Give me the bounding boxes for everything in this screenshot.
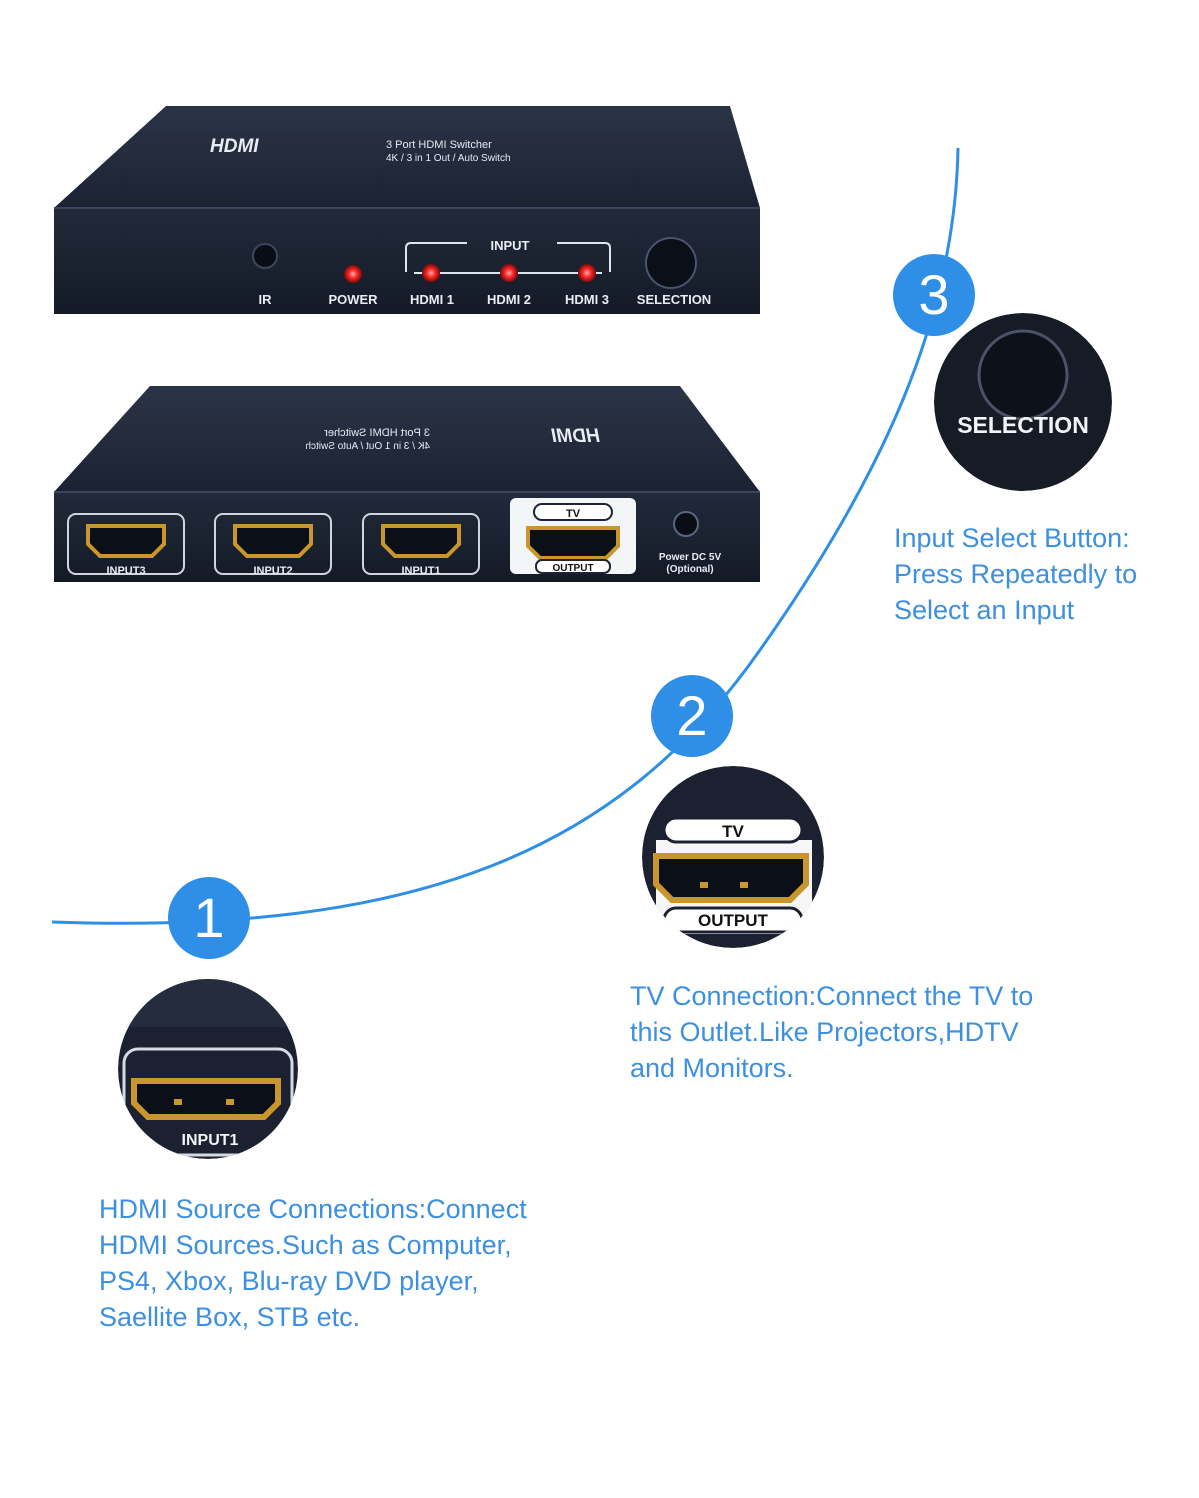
callout-1-caption: HDMI Source Connections:Connect HDMI Sou… [99,1191,527,1335]
callout-1-line-4: Saellite Box, STB etc. [99,1302,361,1332]
callout-1-line-3: PS4, Xbox, Blu-ray DVD player, [99,1266,479,1296]
selection-zoom-button [977,329,1069,421]
port-input3-label: INPUT3 [106,565,145,577]
callout-3-line-1: Input Select Button: [894,523,1130,553]
hdmi2-led [500,264,518,282]
callout-2-line-2: this Outlet.Like Projectors,HDTV [630,1017,1019,1047]
model-title: 3 Port HDMI Switcher [386,139,492,151]
switcher-back-view: HDMI 3 Port HDMI Switcher 4K / 3 in 1 Ou… [54,386,760,582]
callout-2-caption: TV Connection:Connect the TV to this Out… [630,978,1033,1086]
ir-label: IR [259,292,273,307]
hdmi3-label: HDMI 3 [565,292,609,307]
back-model-title: 3 Port HDMI Switcher [324,427,430,439]
model-subtitle: 4K / 3 in 1 Out / Auto Switch [386,153,511,164]
callout-3-caption: Input Select Button: Press Repeatedly to… [894,520,1137,628]
output-zoom-tv-label: TV [722,822,744,841]
hdmi1-label: HDMI 1 [410,292,454,307]
brand-logo: HDMI [210,136,259,157]
power-jack[interactable] [673,511,699,537]
power-led [344,265,362,283]
port-output[interactable]: TV OUTPUT [510,498,636,574]
selection-button[interactable] [645,237,697,289]
power-dc-label: Power DC 5V [659,552,722,563]
callout-3-line-2: Press Repeatedly to [894,559,1138,589]
port-input1[interactable]: INPUT1 [362,513,480,577]
port-input3[interactable]: INPUT3 [67,513,185,577]
output-zoom-output-label: OUTPUT [698,911,769,930]
back-tv-label: TV [566,508,581,520]
hdmi3-led [578,264,596,282]
callout-3-line-3: Select an Input [894,595,1075,625]
selection-label: SELECTION [637,292,711,307]
selection-zoom: SELECTION [934,313,1112,491]
power-label: POWER [328,292,378,307]
input1-zoom-label: INPUT1 [182,1132,239,1149]
port-input1-label: INPUT1 [401,565,440,577]
callout-3-badge: 3 [893,254,975,336]
back-output-label: OUTPUT [552,563,593,574]
callout-1-line-2: HDMI Sources.Such as Computer, [99,1230,512,1260]
port-input2-label: INPUT2 [253,565,292,577]
callout-1-badge: 1 [168,877,250,959]
callout-2-line-3: and Monitors. [630,1053,794,1083]
switcher-front-view: HDMI 3 Port HDMI Switcher 4K / 3 in 1 Ou… [54,106,760,314]
back-model-subtitle: 4K / 3 in 1 Out / Auto Switch [305,441,430,452]
power-optional-label: (Optional) [666,564,713,575]
hdmi2-label: HDMI 2 [487,292,531,307]
input-group-label: INPUT [491,238,530,253]
input1-zoom: INPUT1 [118,979,298,1159]
port-input2[interactable]: INPUT2 [214,513,332,577]
hdmi1-led [422,264,440,282]
output-zoom: TV OUTPUT [642,766,824,948]
selection-zoom-label: SELECTION [957,412,1089,438]
back-brand-logo: HDMI [551,426,600,447]
callout-2-badge: 2 [651,675,733,757]
callout-1-line-1: HDMI Source Connections:Connect [99,1194,527,1224]
callout-2-line-1: TV Connection:Connect the TV to [630,981,1034,1011]
ir-sensor [252,243,278,269]
